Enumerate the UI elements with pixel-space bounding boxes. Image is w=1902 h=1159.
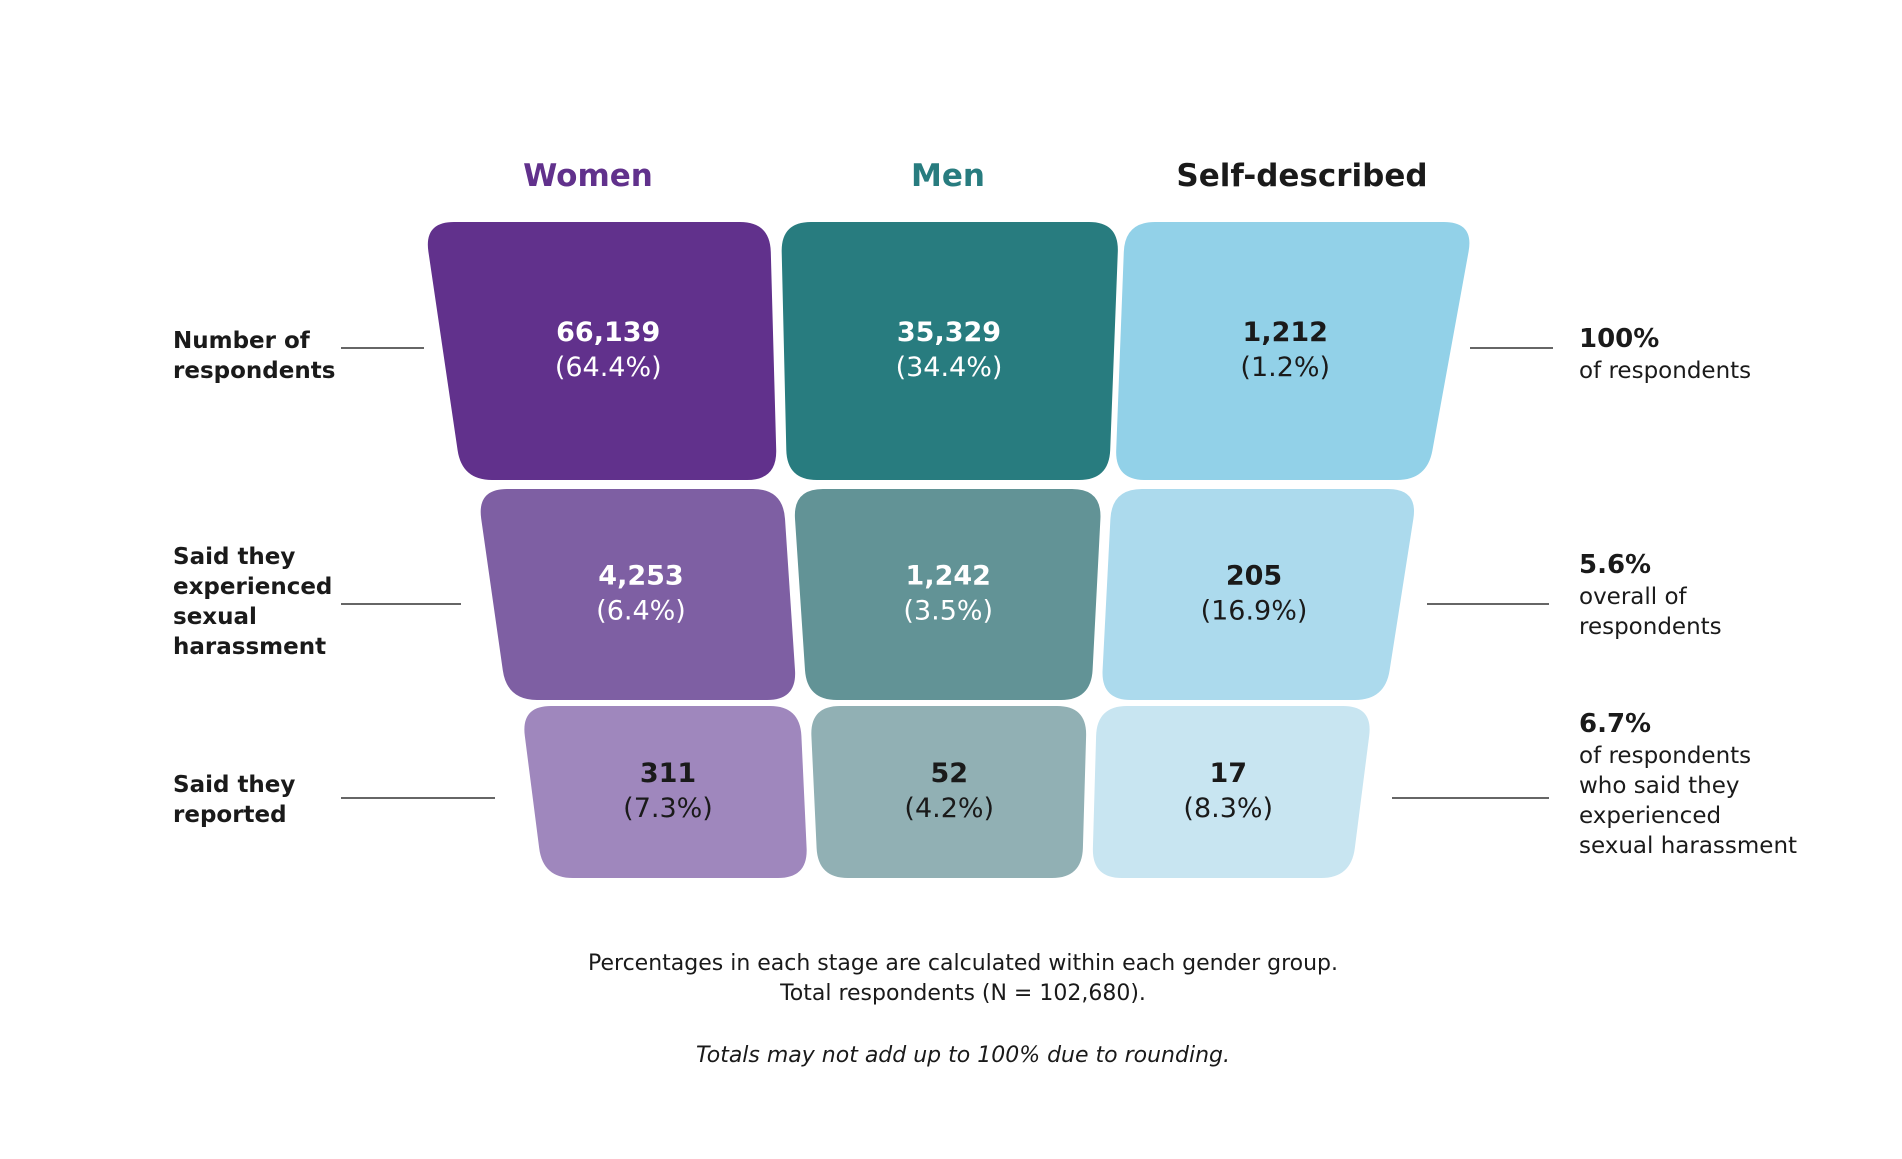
cell-count: 35,329	[897, 317, 1001, 348]
footnote-line-2: Total respondents (N = 102,680).	[779, 981, 1146, 1006]
stage-summary-value: 5.6%	[1579, 550, 1651, 580]
stage-label-3-line-1: Said they	[173, 772, 295, 798]
cell-count: 4,253	[598, 561, 683, 592]
connector-lines	[341, 347, 1553, 799]
funnel-cell-self-described-stage-3	[1092, 706, 1370, 878]
stage-summaries: 100% of respondents 5.6% overall of responde…	[1579, 324, 1797, 859]
stage-summary-value: 100%	[1579, 324, 1659, 354]
stage-label-2-line-1: Said they	[173, 544, 295, 570]
stage-label-1-line-2: respondents	[173, 358, 335, 384]
stage-summary-desc-line-2: respondents	[1579, 614, 1722, 640]
stage-summary-desc-line-1: overall of	[1579, 584, 1688, 610]
footnote-line-1: Percentages in each stage are calculated…	[588, 951, 1338, 976]
cell-percent: (6.4%)	[596, 596, 686, 627]
funnel-cell-men-stage-2	[794, 489, 1101, 700]
stage-summary-desc-line-1: of respondents	[1579, 743, 1751, 769]
footnotes: Percentages in each stage are calculated…	[588, 951, 1338, 1068]
funnel-cell-self-described-stage-2	[1102, 489, 1415, 700]
stage-label-1-line-1: Number of	[173, 328, 311, 354]
cell-count: 1,242	[906, 561, 991, 592]
stage-summary-desc-line-1: of respondents	[1579, 358, 1751, 384]
cell-count: 17	[1209, 758, 1247, 789]
funnel-cell-women-stage-3	[524, 706, 807, 878]
funnel-cell-women-stage-2	[480, 489, 796, 700]
cell-percent: (4.2%)	[904, 793, 994, 824]
column-header-men: Men	[911, 158, 985, 194]
funnel-cell-men-stage-3	[811, 706, 1087, 878]
column-headers: Women Men Self-described	[523, 158, 1427, 194]
cell-percent: (16.9%)	[1201, 596, 1308, 627]
funnel-cell-men-stage-1	[781, 222, 1118, 480]
funnel-cell-women-stage-1	[427, 222, 777, 480]
funnel-cells: 66,139 (64.4%) 35,329 (34.4%) 1,212 (1.2%) 4,2…	[427, 222, 1470, 878]
cell-count: 52	[930, 758, 968, 789]
column-header-women: Women	[523, 158, 653, 194]
column-header-self-described: Self-described	[1176, 158, 1427, 194]
cell-percent: (1.2%)	[1240, 352, 1330, 383]
cell-percent: (64.4%)	[555, 352, 662, 383]
stage-label-2-line-2: experienced	[173, 574, 332, 600]
footnote-rounding-note: Totals may not add up to 100% due to rou…	[696, 1043, 1230, 1068]
stage-summary-desc-line-2: who said they	[1579, 773, 1740, 799]
stage-summary-desc-line-4: sexual harassment	[1579, 833, 1797, 859]
cell-percent: (3.5%)	[903, 596, 993, 627]
cell-count: 205	[1226, 561, 1282, 592]
cell-percent: (7.3%)	[623, 793, 713, 824]
funnel-cell-self-described-stage-1	[1116, 222, 1470, 480]
stage-summary-value: 6.7%	[1579, 709, 1651, 739]
stage-label-2-line-4: harassment	[173, 634, 326, 660]
stage-label-3-line-2: reported	[173, 802, 287, 828]
cell-count: 66,139	[556, 317, 660, 348]
cell-count: 1,212	[1243, 317, 1328, 348]
stage-label-2-line-3: sexual	[173, 604, 257, 630]
cell-percent: (34.4%)	[896, 352, 1003, 383]
cell-percent: (8.3%)	[1183, 793, 1273, 824]
stage-summary-desc-line-3: experienced	[1579, 803, 1721, 829]
cell-count: 311	[640, 758, 696, 789]
